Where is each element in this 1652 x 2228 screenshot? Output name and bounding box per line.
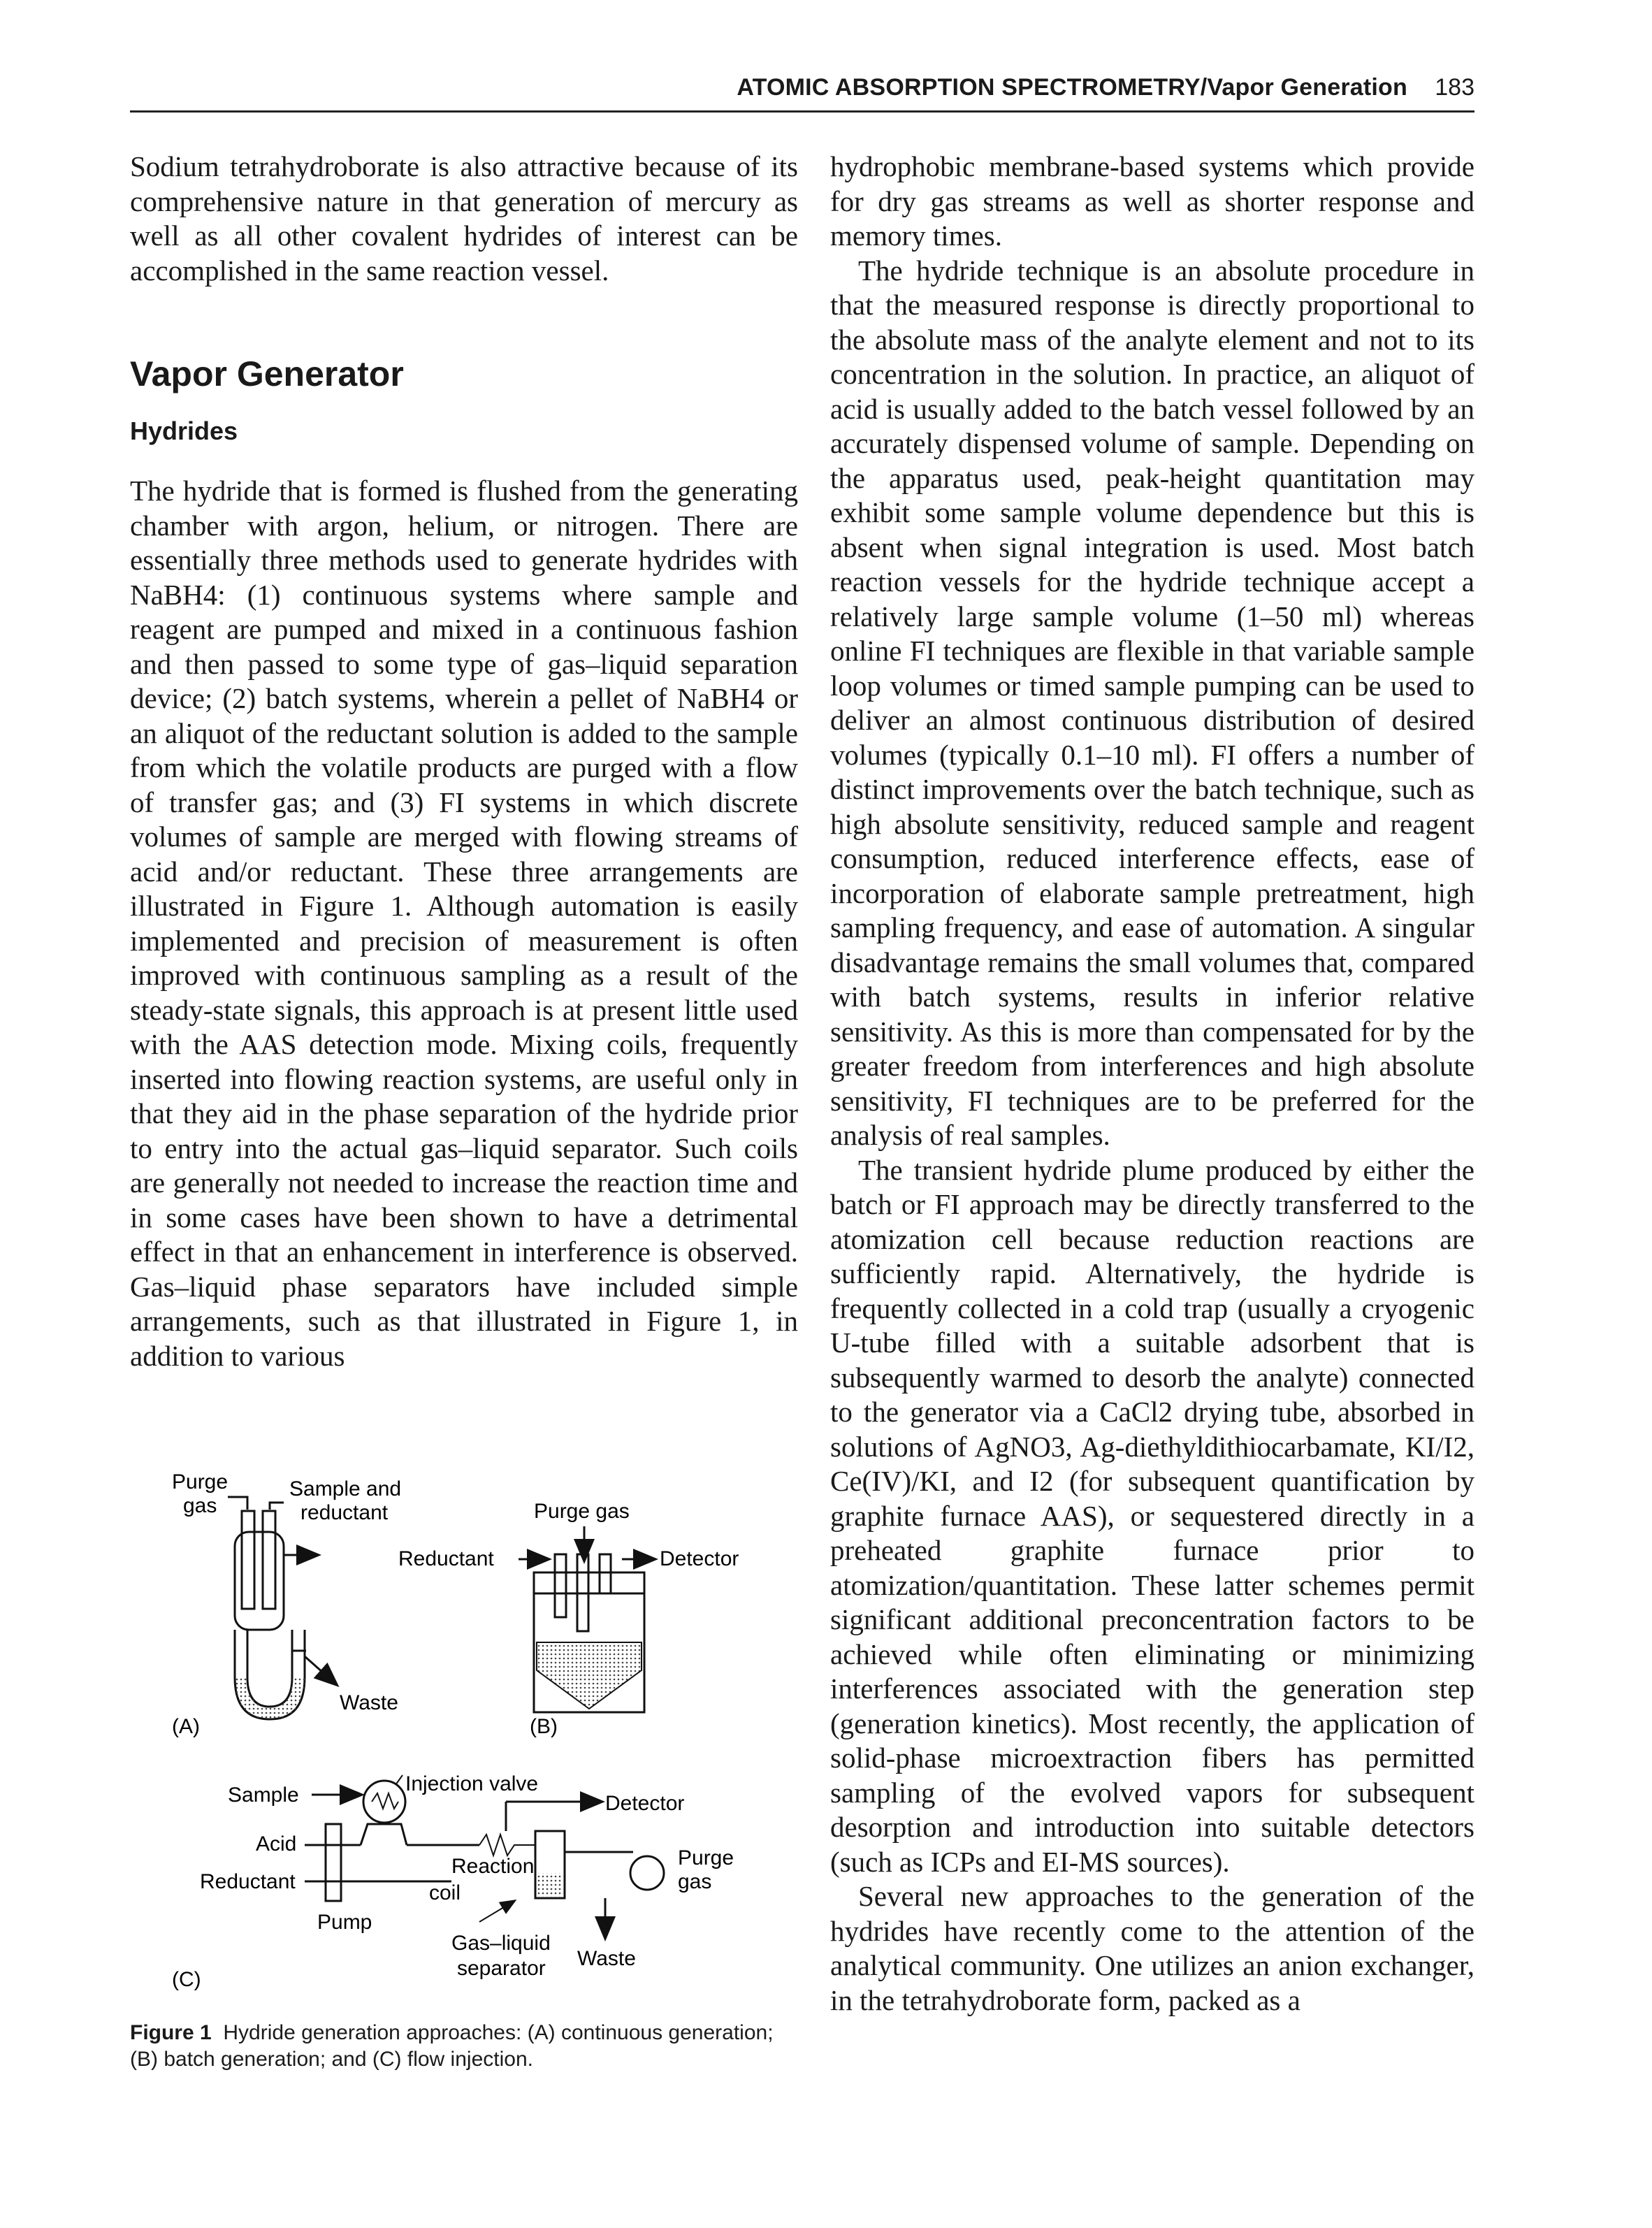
label-reductant-a: reductant — [300, 1501, 389, 1524]
label-gas-c: gas — [678, 1870, 711, 1893]
panel-a-continuous-generator: Purge gas Sample and reductant Waste (A) — [172, 1470, 401, 1738]
label-injection-valve-c: Injection valve — [405, 1772, 538, 1795]
label-separator-c: separator — [457, 1957, 546, 1980]
subsection-heading: Hydrides — [130, 417, 238, 445]
panel-c-flow-injection: Sample Injection valve Detector Acid Red… — [172, 1772, 734, 1991]
intro-paragraph: Sodium tetrahydroborate is also attracti… — [130, 150, 798, 287]
label-sample-reductant-a: Sample and — [289, 1477, 401, 1500]
right-paragraph-3: The transient hydride plume produced by … — [830, 1153, 1475, 1878]
label-purge-a: Purge — [172, 1470, 228, 1493]
label-gas-a: gas — [183, 1494, 217, 1517]
label-reductant-c: Reductant — [200, 1870, 296, 1893]
label-acid-c: Acid — [256, 1832, 296, 1856]
label-reductant-b: Reductant — [398, 1547, 494, 1570]
figure-caption-label: Figure 1 — [130, 2021, 212, 2044]
figure-1-diagram: Purge gas Sample and reductant Waste (A)… — [130, 1468, 798, 2013]
label-sample-c: Sample — [228, 1784, 299, 1807]
running-header: ATOMIC ABSORPTION SPECTROMETRY/Vapor Gen… — [130, 68, 1475, 113]
right-paragraph-1: hydrophobic membrane-based systems which… — [830, 150, 1475, 252]
right-paragraph-2: The hydride technique is an absolute pro… — [830, 254, 1475, 1152]
label-pump-c: Pump — [317, 1911, 372, 1934]
label-waste-c: Waste — [577, 1947, 636, 1970]
figure-caption-text: Hydride generation approaches: (A) conti… — [130, 2021, 774, 2071]
label-panel-a: (A) — [172, 1715, 200, 1738]
label-gas-liquid-c: Gas–liquid — [451, 1932, 551, 1955]
label-detector-b: Detector — [660, 1547, 739, 1570]
panel-b-batch-generator: Purge gas Reductant Detector (B) — [398, 1500, 739, 1738]
label-panel-b: (B) — [530, 1715, 558, 1738]
page-number: 183 — [1435, 74, 1475, 101]
section-heading: Vapor Generator — [130, 354, 404, 393]
label-panel-c: (C) — [172, 1968, 201, 1991]
label-purge-c: Purge — [678, 1846, 734, 1869]
figure-1-caption: Figure 1 Hydride generation approaches: … — [130, 2020, 801, 2073]
label-waste-a: Waste — [340, 1691, 398, 1714]
label-purge-gas-b: Purge gas — [534, 1500, 630, 1523]
hydrides-paragraph: The hydride that is formed is flushed fr… — [130, 475, 798, 1372]
right-column: hydrophobic membrane-based systems which… — [830, 150, 1475, 2018]
label-reaction-c: Reaction — [451, 1855, 534, 1878]
running-header-title: ATOMIC ABSORPTION SPECTROMETRY/Vapor Gen… — [737, 74, 1407, 101]
label-detector-c: Detector — [605, 1792, 684, 1815]
label-coil-c: coil — [429, 1881, 461, 1904]
right-paragraph-4: Several new approaches to the generation… — [830, 1880, 1475, 2016]
